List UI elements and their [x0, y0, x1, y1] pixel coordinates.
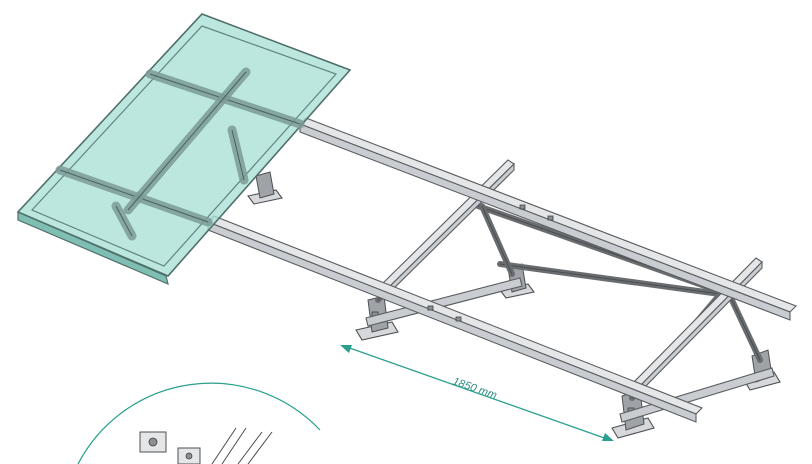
solar-panel [16, 13, 352, 286]
long-rail-back [299, 117, 797, 321]
ground-foot-panel-mid [247, 171, 283, 205]
bottom-cross-rails [365, 277, 775, 423]
dimension-arrow-start [340, 345, 352, 353]
dimension-line [343, 345, 611, 441]
dimension-label: 1850 mm [451, 375, 498, 401]
detail-view-circle [77, 382, 321, 464]
long-rail-front [207, 215, 703, 423]
dimension-arrow-end [602, 433, 614, 441]
